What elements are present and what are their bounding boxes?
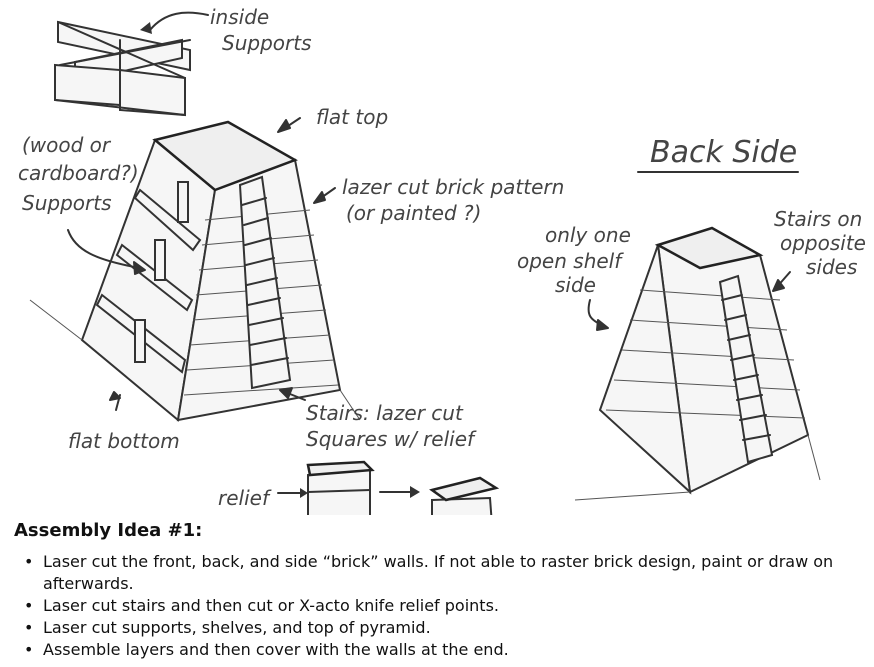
label-flat-bottom: flat bottom xyxy=(68,429,180,453)
label-stairs-2: Squares w/ relief xyxy=(306,427,477,451)
label-back-side: Back Side xyxy=(650,135,797,170)
assembly-item: Laser cut stairs and then cut or X-acto … xyxy=(43,595,864,617)
label-stairs-opp-3: sides xyxy=(806,255,857,279)
label-stairs-opp-2: opposite xyxy=(780,231,866,255)
assembly-heading: Assembly Idea #1: xyxy=(14,520,864,541)
assembly-notes: Assembly Idea #1: Laser cut the front, b… xyxy=(14,520,864,661)
label-only-3: side xyxy=(555,273,596,297)
label-supports-3: Supports xyxy=(22,191,111,215)
label-lazer-1: lazer cut brick pattern xyxy=(342,175,564,199)
label-only-2: open shelf xyxy=(517,249,624,273)
label-relief: relief xyxy=(218,486,272,510)
label-inside-supports-1: inside xyxy=(210,5,269,29)
label-inside-supports-2: Supports xyxy=(222,31,311,55)
assembly-item: Laser cut supports, shelves, and top of … xyxy=(43,617,864,639)
label-supports-1: (wood or xyxy=(22,133,112,157)
assembly-item: Assemble layers and then cover with the … xyxy=(43,639,864,661)
label-supports-2: cardboard?) xyxy=(18,161,139,185)
sketch-drawing: inside Supports flat top (wood or cardbo… xyxy=(0,0,874,515)
label-only-1: only one xyxy=(545,223,631,247)
assembly-list: Laser cut the front, back, and side “bri… xyxy=(14,551,864,661)
label-lazer-2: (or painted ?) xyxy=(346,201,481,225)
label-flat-top: flat top xyxy=(316,105,388,129)
label-stairs-1: Stairs: lazer cut xyxy=(306,401,464,425)
label-stairs-opp-1: Stairs on xyxy=(774,207,862,231)
inside-supports-sketch xyxy=(55,13,208,115)
relief-squares-sketch xyxy=(278,462,496,515)
assembly-item: Laser cut the front, back, and side “bri… xyxy=(43,551,864,595)
